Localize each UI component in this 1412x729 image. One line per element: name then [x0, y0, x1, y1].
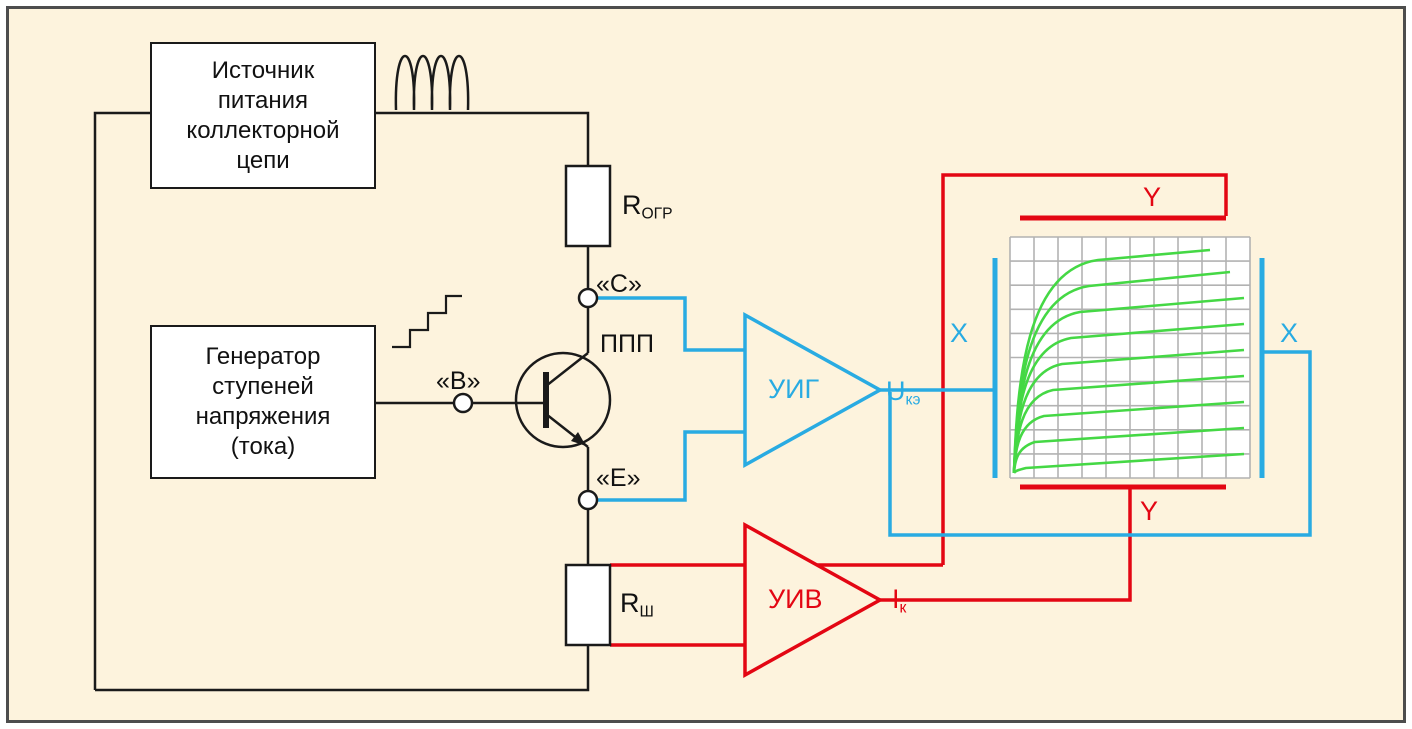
- base-node: [452, 392, 474, 414]
- x-plate-left-label: X: [950, 318, 969, 348]
- power-supply-label: Источник питания коллекторной цепи: [186, 56, 340, 174]
- inductor-coil-icon: [394, 55, 470, 111]
- shunt-resistor-label: RШ: [620, 588, 654, 621]
- staircase-waveform-icon: [392, 294, 462, 349]
- current-amplifier-label: УИВ: [768, 584, 823, 614]
- y-plate-top-label: Y: [1143, 182, 1162, 212]
- y-deflection-plates: [1020, 215, 1226, 490]
- voltage-amplifier-triangle: [743, 312, 884, 468]
- power-supply-box: Источник питания коллекторной цепи: [150, 42, 376, 189]
- base-terminal-label: «В»: [436, 367, 481, 395]
- emitter-node: [577, 489, 599, 511]
- voltage-amplifier-label: УИГ: [768, 374, 820, 404]
- collector-node: [577, 287, 599, 309]
- black-wires: [93, 111, 590, 692]
- step-generator-box: Генератор ступеней напряжения (тока): [150, 325, 376, 479]
- limit-resistor: [564, 164, 612, 248]
- transistor-label: ППП: [600, 330, 654, 358]
- y-plate-bottom-label: Y: [1140, 496, 1159, 526]
- blue-wires: [597, 296, 1312, 537]
- transistor-symbol: [514, 351, 612, 449]
- output-characteristic-curves: [1012, 248, 1245, 474]
- emitter-arrow: [571, 432, 586, 446]
- i-c-label: Iк: [892, 584, 907, 617]
- step-generator-label: Генератор ступеней напряжения (тока): [195, 343, 331, 460]
- x-plate-right-label: X: [1280, 318, 1299, 348]
- terminal-nodes: [452, 287, 599, 511]
- limit-resistor-label: RОГР: [622, 190, 673, 223]
- emitter-terminal-label: «Е»: [596, 464, 641, 492]
- collector-terminal-label: «С»: [596, 270, 642, 298]
- current-amplifier-triangle: [743, 522, 884, 678]
- shunt-resistor: [564, 563, 612, 647]
- x-deflection-plates: [992, 258, 1265, 478]
- u-ce-label: Uкэ: [886, 376, 921, 409]
